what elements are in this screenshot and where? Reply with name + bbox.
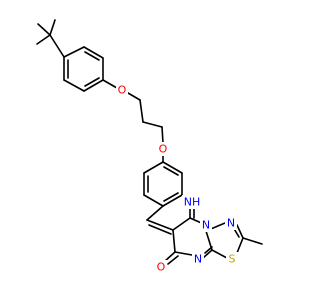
atom-label-imine: NH [182,195,204,209]
carbonyl-oxygen-label: O [157,261,166,274]
atom-label-n2: N [225,216,237,230]
nitrogen-label: N [227,217,235,230]
nitrogen-label: N [194,253,202,266]
tert-butyl-group [36,19,65,58]
atom-label-s: S [226,252,238,266]
imine-nh-label: NH [184,196,201,209]
sulfur-label: S [229,253,236,266]
atom-label-o3: O [155,260,167,274]
oxygen-label: O [118,84,127,97]
atom-label-n1: N [200,218,212,232]
upper-benzene-ring [63,46,104,92]
atom-label-n3: N [192,252,204,266]
oxygen-label: O [159,143,168,156]
nitrogen-label: N [202,219,210,232]
propoxy-linker [102,79,164,144]
structure-canvas: O O NH N N N S O [36,19,263,274]
lower-benzene-ring [143,154,183,207]
atom-label-o1: O [116,83,128,97]
molecule-drawing: O O NH N N N S O [36,19,263,274]
fused-heterocycle [164,208,263,265]
benzylidene-linkage [146,205,174,235]
atom-label-o2: O [157,142,169,156]
